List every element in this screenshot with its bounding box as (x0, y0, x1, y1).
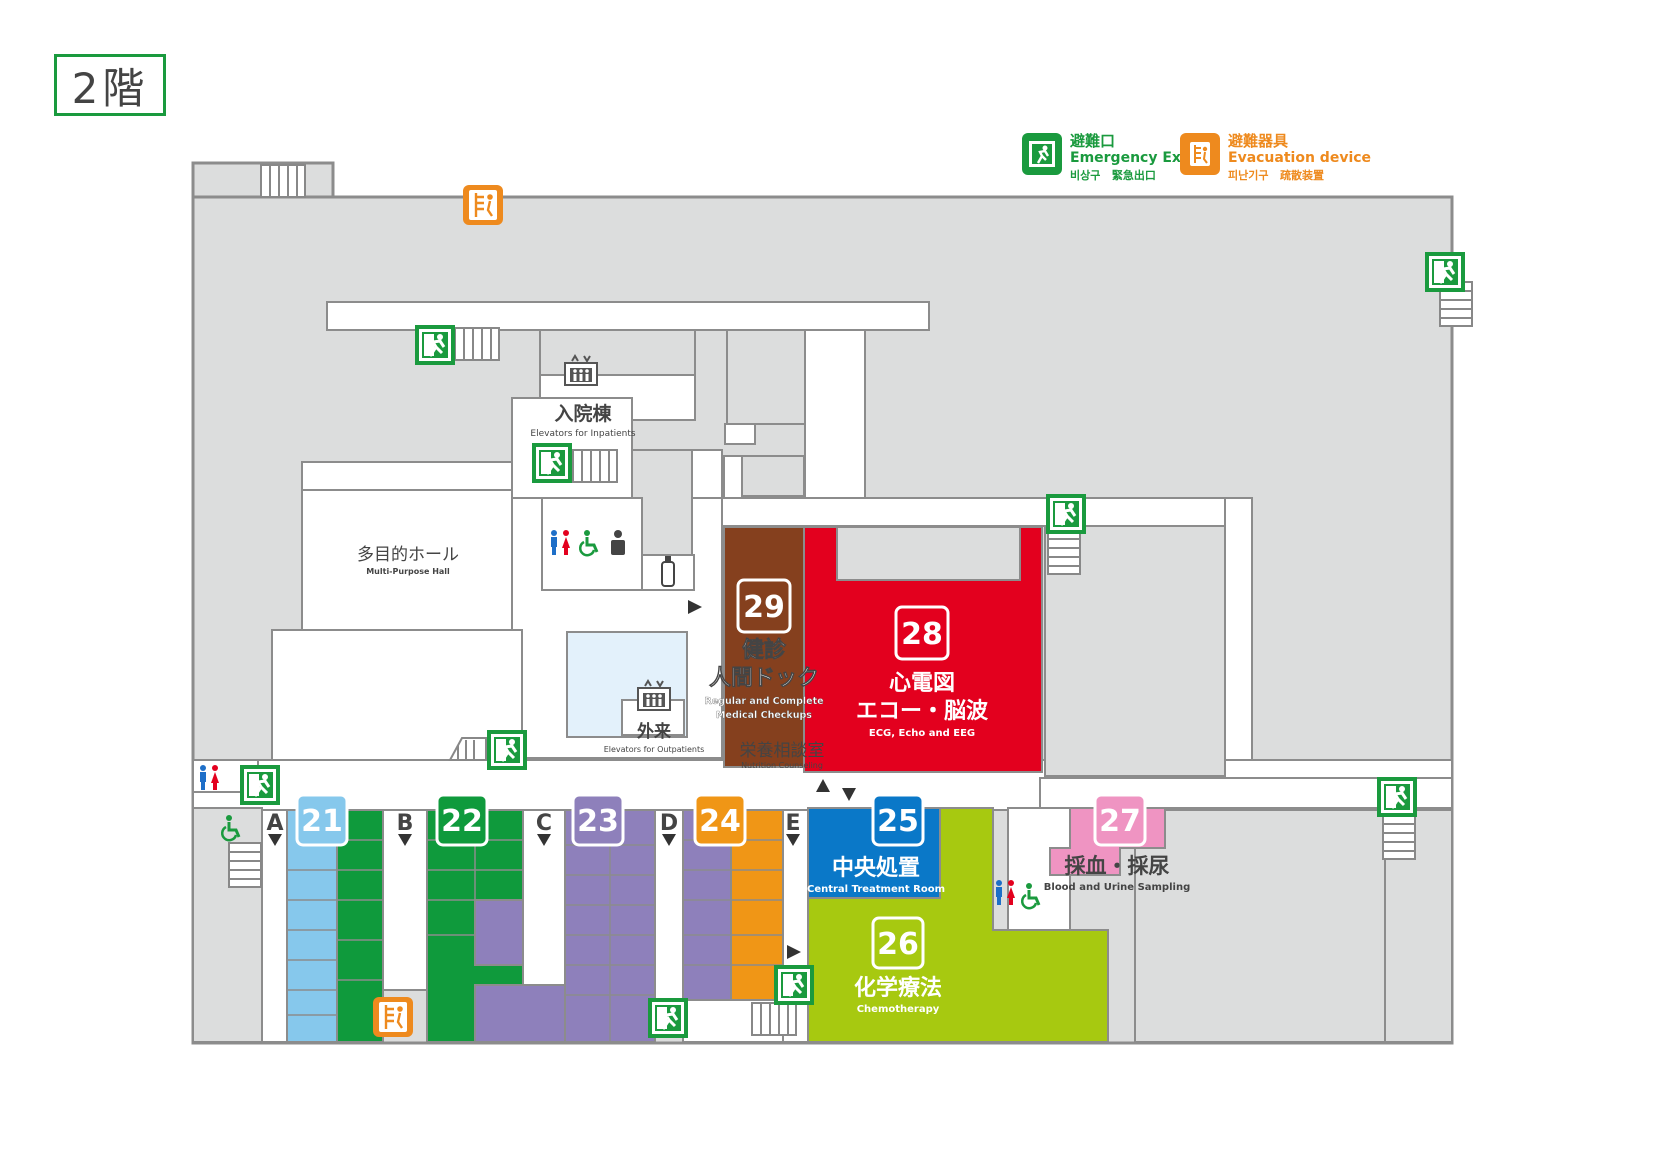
emergency-exit-icon-3 (1044, 492, 1088, 536)
evacuation-device-icon-1 (461, 183, 505, 227)
outpatient-elevators-en: Elevators for Outpatients (604, 745, 705, 754)
floor-label: 2階 (54, 54, 166, 116)
room-22-number: 22 (441, 804, 483, 839)
room-29-number: 29 (743, 590, 785, 625)
room-29-en2: Medical Checkups (716, 710, 812, 721)
legend-exit-en: Emergency Exit (1070, 150, 1193, 166)
outpatient-elevators-name: 外来 (637, 721, 672, 742)
bottle-icon (661, 556, 675, 587)
arrow-up (816, 779, 830, 792)
stairs-1 (454, 327, 500, 361)
room-21-number: 21 (301, 804, 343, 839)
stairs-3 (1047, 529, 1081, 575)
emergency-exit-icon-9 (646, 996, 690, 1040)
legend-exit-ja: 避難口 (1070, 132, 1116, 150)
evacuation-device-icon-2 (371, 995, 415, 1039)
legend-emergency-exit: 避難口 Emergency Exit 비상구 緊急出口 (1022, 133, 1192, 184)
emergency-exit-icon-4 (1423, 250, 1467, 294)
room-26-name: 化学療法 (854, 975, 942, 1001)
stairs-5 (1382, 814, 1416, 860)
block-a (539, 329, 696, 376)
room-25-number: 25 (877, 804, 919, 839)
room-28-name2: エコー・脳波 (856, 699, 989, 724)
room-27-name: 採血・採尿 (1065, 854, 1170, 878)
room-23-number: 23 (577, 804, 619, 839)
room-25-name: 中央処置 (832, 855, 920, 881)
room-24-number: 24 (699, 804, 741, 839)
block-f (1134, 809, 1386, 1043)
nutrition-en: Nutrition Counseling (741, 761, 823, 770)
room-28-en: ECG, Echo and EEG (869, 728, 975, 739)
arrow-29 (688, 600, 702, 614)
emergency-exit-icon-8 (772, 963, 816, 1007)
room-27-number: 27 (1099, 804, 1141, 839)
legend-evacuation-device: 避難器具 Evacuation device 피난기구 疏散装置 (1180, 133, 1371, 184)
legend-device-ko: 피난기구 (1228, 169, 1269, 182)
emergency-exit-icon-6 (238, 763, 282, 807)
room-29-name2: 人間ドック (709, 666, 819, 691)
room-26-en: Chemotherapy (857, 1004, 940, 1015)
stairs-2 (572, 449, 618, 483)
legend-exit-zh: 緊急出口 (1111, 169, 1156, 182)
legend-device-ja: 避難器具 (1228, 132, 1289, 150)
emergency-exit-icon-5 (485, 728, 529, 772)
emergency-exit-icon (1022, 133, 1062, 175)
stairs-bottom-center (751, 1002, 797, 1036)
room-29-en1: Regular and Complete (704, 696, 823, 707)
room-27-en: Blood and Urine Sampling (1044, 882, 1190, 893)
inpatient-elevators-name: 入院棟 (554, 402, 612, 425)
arrow-down (842, 788, 856, 801)
hall-name: 多目的ホール (357, 545, 459, 565)
inpatient-elevators-en: Elevators for Inpatients (530, 429, 635, 439)
corridor-e: E (785, 811, 800, 836)
evacuation-device-icon (1180, 133, 1220, 175)
nutrition-name: 栄養相談室 (740, 741, 825, 761)
room-26[interactable] (807, 807, 1109, 1043)
corridor-a: A (266, 811, 283, 836)
room-28-number: 28 (901, 617, 943, 652)
arrow-26 (787, 945, 801, 959)
hall-en: Multi-Purpose Hall (366, 567, 450, 576)
stairs-top-left (260, 164, 306, 198)
legend-device-en: Evacuation device (1228, 150, 1372, 166)
room-28-name1: 心電図 (889, 671, 955, 696)
corridor-b: B (397, 811, 414, 836)
room-29-name1: 健診 (742, 637, 787, 663)
emergency-exit-icon-1 (413, 323, 457, 367)
multi-purpose-hall[interactable] (301, 489, 513, 631)
corridor-c: C (536, 811, 552, 836)
emergency-exit-icon-7 (1375, 775, 1419, 819)
block-b (726, 329, 806, 425)
stairs-6 (228, 842, 262, 888)
room-21-annex (336, 809, 384, 1043)
corridor-d: D (660, 811, 678, 836)
room-21[interactable] (286, 809, 338, 1043)
room-26-number: 26 (877, 927, 919, 962)
legend-device-zh: 疏散装置 (1279, 169, 1324, 182)
room-25-en: Central Treatment Room (807, 884, 945, 895)
legend-exit-ko: 비상구 (1070, 169, 1101, 182)
baby-care-icon (611, 530, 625, 555)
emergency-exit-icon-2 (530, 441, 574, 485)
block-d (741, 455, 805, 497)
